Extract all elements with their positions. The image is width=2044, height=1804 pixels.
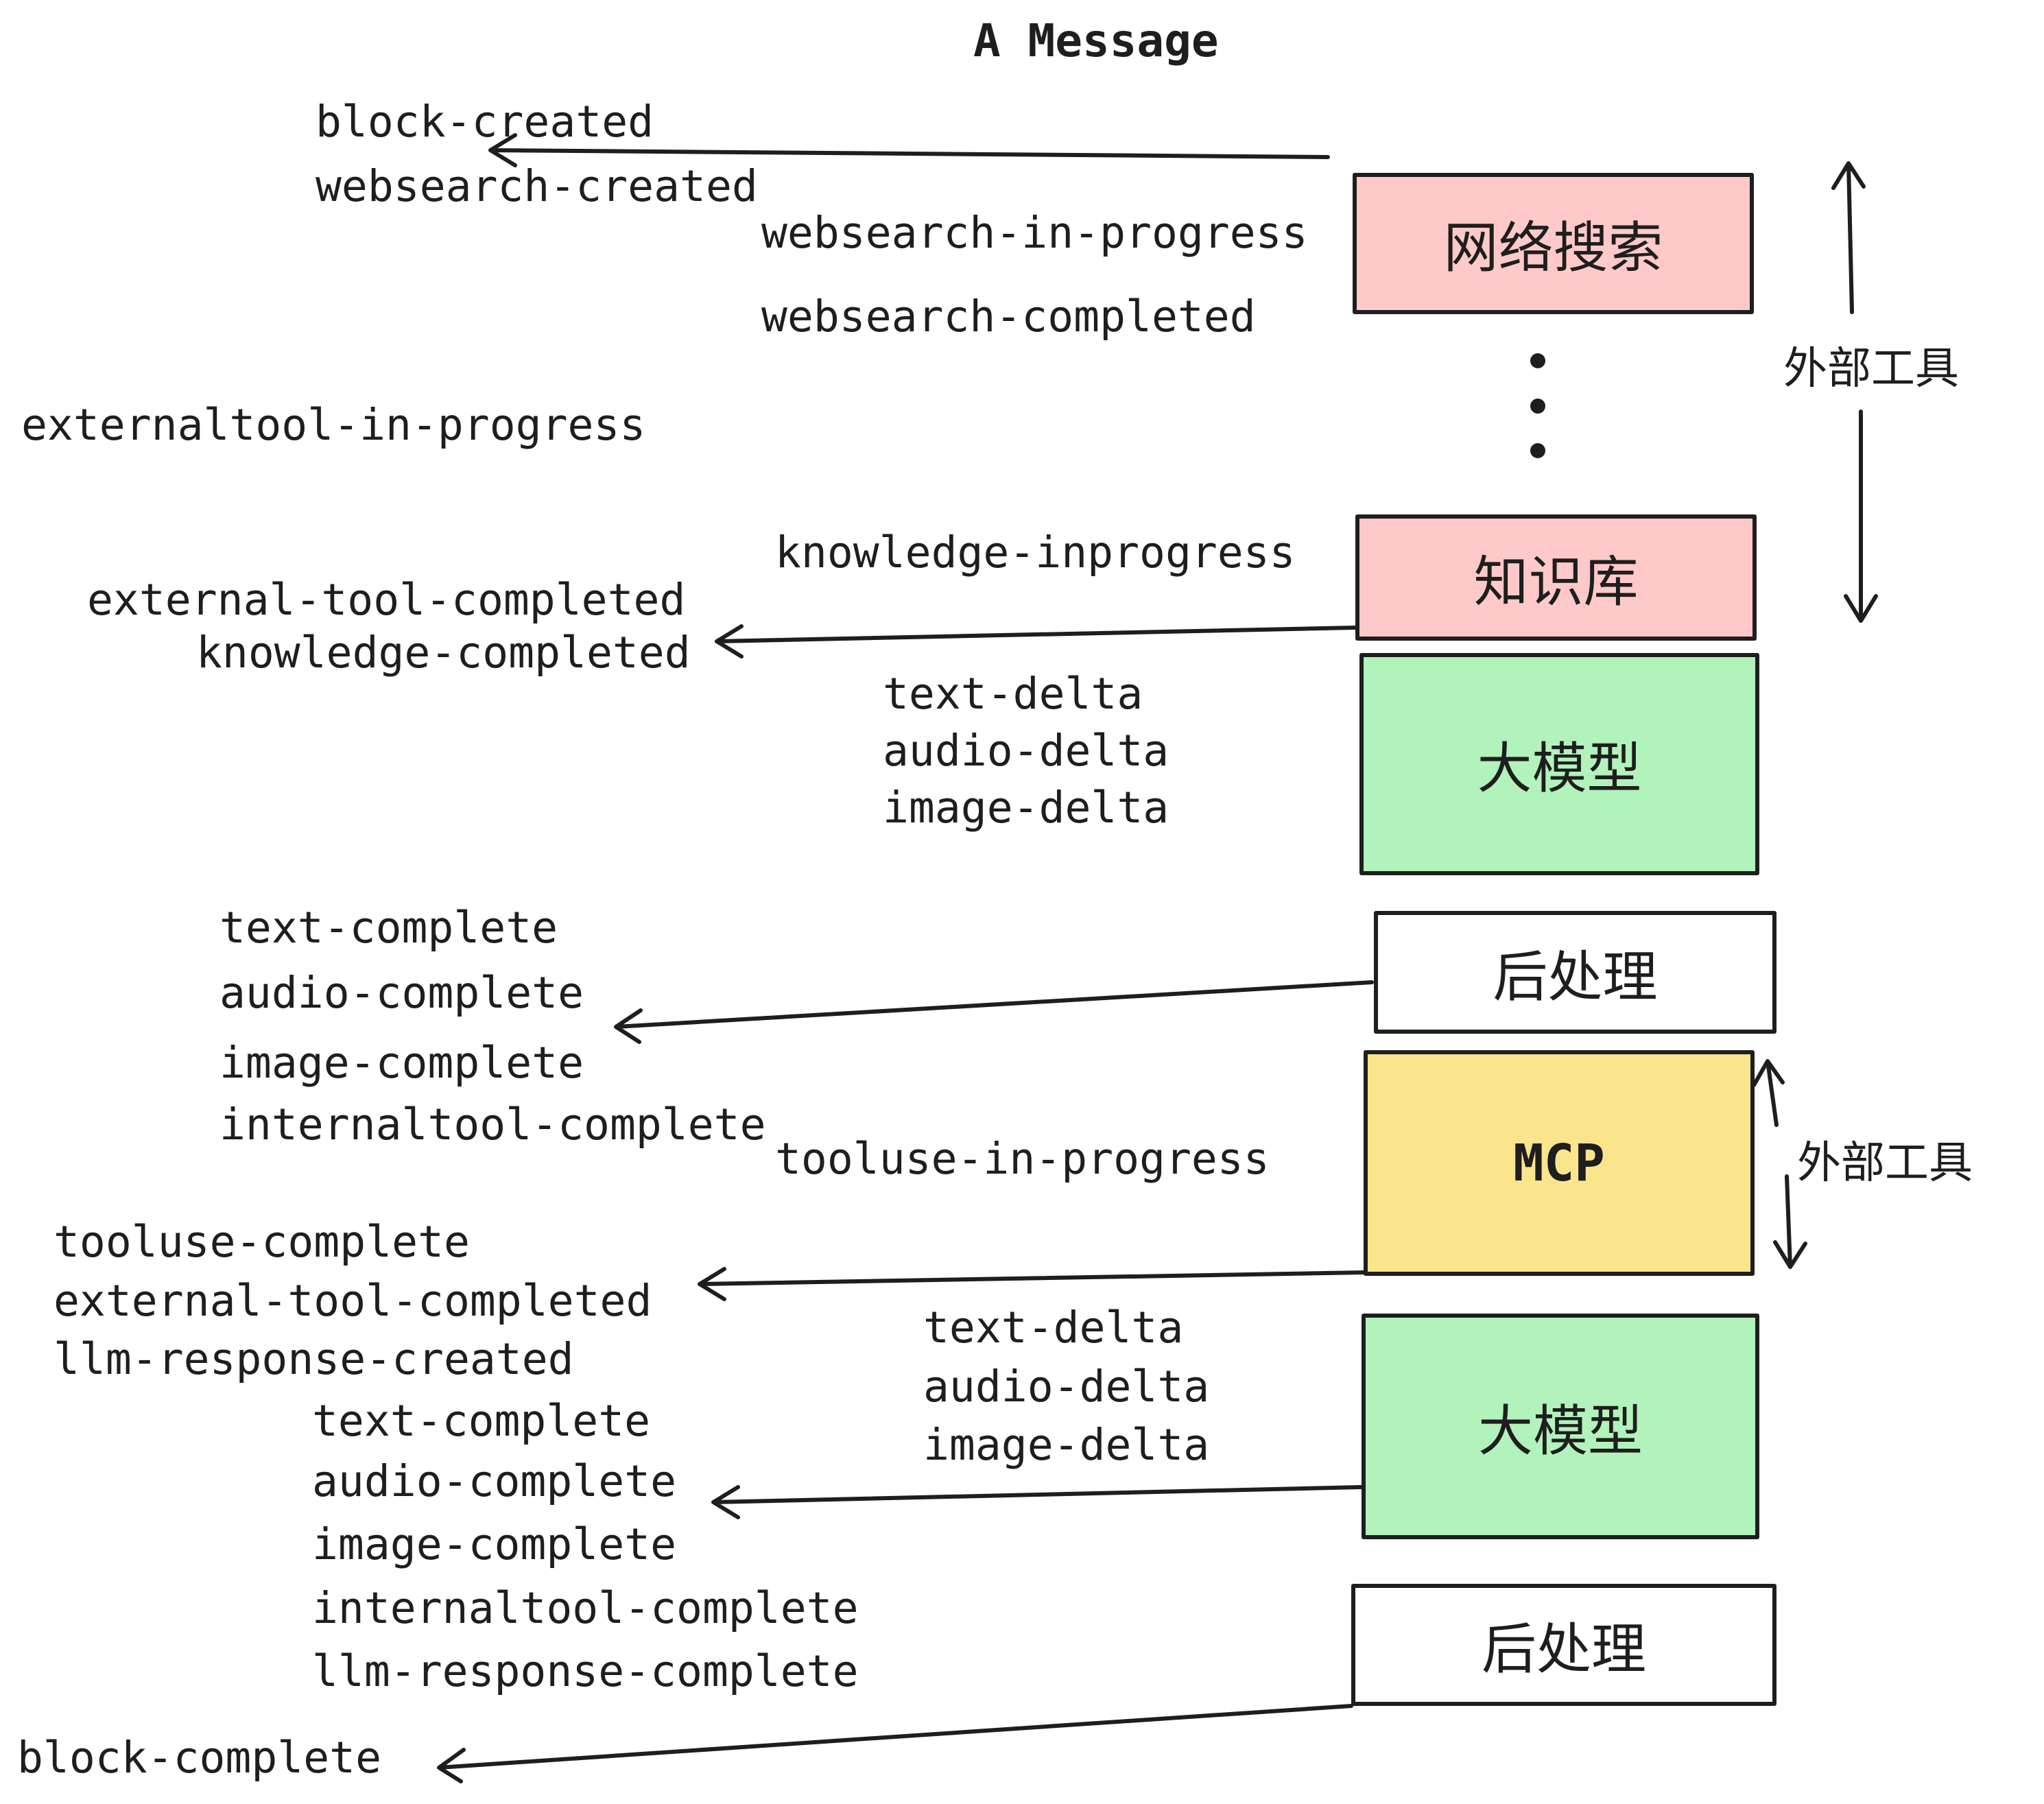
external-tools-label-mcp: 外部工具 <box>1797 1138 1973 1187</box>
event-block-complete: block-complete <box>17 1733 382 1783</box>
box-websearch: 网络搜索 <box>1353 173 1754 314</box>
event-llm-response-complete: llm-response-complete <box>312 1646 859 1696</box>
event-knowledge-inprogress: knowledge-inprogress <box>775 527 1296 578</box>
event-external-tool-completed-1: external-tool-completed <box>87 575 686 625</box>
box-knowledge: 知识库 <box>1355 514 1757 641</box>
box-llm-1: 大模型 <box>1359 653 1759 875</box>
arrow-external-tool-completed <box>698 1267 1367 1301</box>
event-websearch-completed: websearch-completed <box>761 292 1256 342</box>
external-tools-up-arrow-mcp <box>1752 1059 1785 1127</box>
event-block-created: block-created <box>316 97 654 147</box>
event-externaltool-in-progress: externaltool-in-progress <box>21 400 646 450</box>
event-audio-delta-2: audio-delta <box>923 1362 1210 1412</box>
event-internaltool-complete-1: internaltool-complete <box>219 1100 766 1150</box>
event-internaltool-complete-2: internaltool-complete <box>312 1583 859 1633</box>
event-text-complete-2: text-complete <box>312 1396 651 1446</box>
event-text-delta-1: text-delta <box>883 669 1143 719</box>
external-tools-up-arrow-top <box>1831 161 1866 314</box>
box-postprocess-2: 后处理 <box>1351 1584 1776 1706</box>
external-tools-label-top: 外部工具 <box>1783 344 1959 393</box>
event-text-complete-1: text-complete <box>219 903 558 953</box>
event-audio-complete-2: audio-complete <box>312 1456 677 1506</box>
arrow-block-complete <box>437 1704 1353 1783</box>
event-tooluse-in-progress: tooluse-in-progress <box>775 1134 1270 1184</box>
ellipsis-dots <box>1530 353 1545 458</box>
event-websearch-created: websearch-created <box>316 161 758 211</box>
event-text-delta-2: text-delta <box>923 1303 1184 1353</box>
event-llm-response-created: llm-response-created <box>54 1334 574 1384</box>
event-image-delta-1: image-delta <box>883 783 1169 833</box>
arrow-image-complete <box>614 980 1374 1044</box>
event-knowledge-completed: knowledge-completed <box>196 628 691 678</box>
event-image-delta-2: image-delta <box>923 1420 1210 1470</box>
event-audio-complete-1: audio-complete <box>219 968 584 1018</box>
event-external-tool-completed-2: external-tool-completed <box>54 1276 652 1326</box>
box-mcp: MCP <box>1364 1050 1755 1276</box>
diagram-title: A Message <box>973 14 1219 67</box>
box-llm-2: 大模型 <box>1362 1314 1759 1539</box>
box-postprocess-1: 后处理 <box>1374 911 1776 1034</box>
event-tooluse-complete: tooluse-complete <box>54 1217 470 1267</box>
external-tools-down-arrow-top <box>1844 410 1878 623</box>
event-image-complete-1: image-complete <box>219 1038 584 1088</box>
event-audio-delta-1: audio-delta <box>883 726 1169 776</box>
arrow-audio-complete <box>711 1485 1364 1519</box>
arrow-knowledge-completed <box>715 624 1357 658</box>
event-image-complete-2: image-complete <box>312 1519 677 1569</box>
event-websearch-in-progress: websearch-in-progress <box>761 208 1308 258</box>
